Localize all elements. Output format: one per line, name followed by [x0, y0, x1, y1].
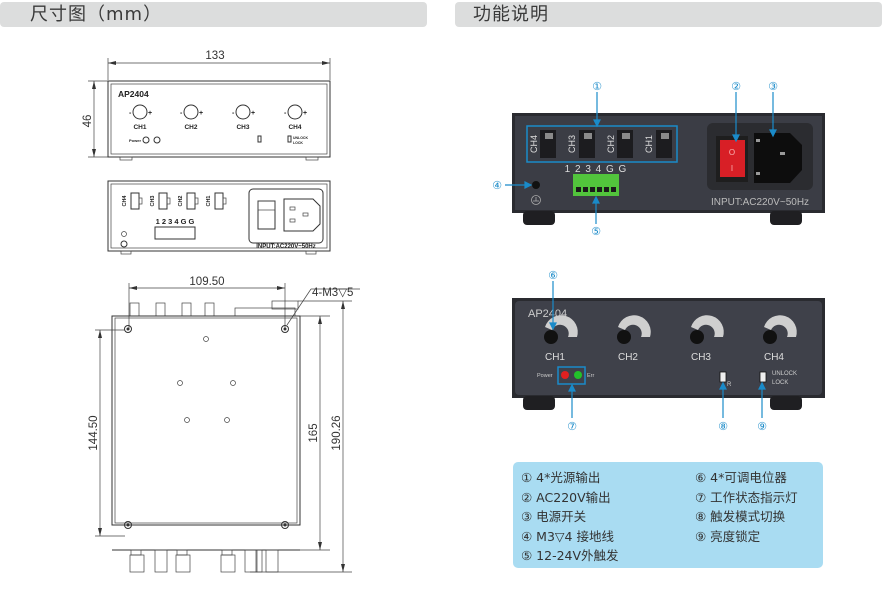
legend-right-column: ⑥ 4*可调电位器 ⑦ 工作状态指示灯 ⑧ 触发模式切换 ⑨ 亮度锁定	[695, 468, 798, 546]
svg-text:-: -	[129, 110, 132, 117]
hole-spacing-x-label: 109.50	[189, 276, 224, 288]
front-knob-ch3: - + CH3	[232, 104, 255, 131]
svg-text:Power: Power	[129, 138, 141, 143]
width-dimension: 133	[107, 50, 331, 80]
front-power-led	[142, 136, 150, 144]
legend-item: ⑥ 4*可调电位器	[695, 470, 787, 485]
legend-left-column: ① 4*光源输出 ② AC220V输出 ③ 电源开关 ④ M3▽4 接地线 ⑤ …	[521, 468, 619, 566]
top-view-drawing: 109.50 4-M3▽5 144.50	[88, 276, 360, 573]
legend-item: ⑧ 触发模式切换	[695, 509, 786, 525]
front-knob-ch1: - + CH1	[129, 104, 152, 131]
svg-text:CH2: CH2	[184, 124, 197, 131]
front-panel-outline: AP2404 - + CH1 - + CH2 - + CH3 - + CH4 Power…	[107, 80, 331, 161]
svg-text:CH3: CH3	[150, 195, 156, 206]
svg-text:CH1: CH1	[206, 195, 212, 206]
svg-text:+: +	[199, 110, 203, 117]
svg-text:+: +	[251, 110, 255, 117]
svg-text:-: -	[284, 110, 287, 117]
rear-channel-connectors: CH4 CH3 CH2 CH1	[122, 192, 227, 210]
front-lock-switch	[287, 135, 292, 143]
front-model-label: AP2404	[118, 89, 149, 99]
mount-holes-label: 4-M3▽5	[312, 287, 353, 299]
legend-item: ⑨ 亮度锁定	[695, 528, 761, 544]
legend-item: ③ 电源开关	[521, 509, 587, 525]
total-depth-label: 190.26	[331, 415, 343, 450]
function-legend: ① 4*光源输出 ② AC220V输出 ③ 电源开关 ④ M3▽4 接地线 ⑤ …	[513, 462, 823, 568]
legend-item: ⑤ 12-24V外触发	[521, 548, 619, 564]
svg-text:-: -	[232, 110, 235, 117]
front-err-led	[153, 136, 161, 144]
svg-text:CH4: CH4	[288, 124, 301, 131]
svg-text:CH1: CH1	[133, 124, 146, 131]
height-dimension-label: 46	[82, 115, 94, 128]
legend-item: ⑦ 工作状态指示灯	[695, 489, 798, 505]
svg-text:LOCK: LOCK	[293, 141, 303, 145]
height-dimension: 46	[82, 80, 110, 158]
legend-item: ② AC220V输出	[521, 489, 611, 505]
rear-terminal-block	[154, 226, 196, 240]
front-trigger-switch	[257, 135, 262, 143]
svg-text:CH3: CH3	[236, 124, 249, 131]
rear-input-label: INPUT:AC220V~50Hz	[256, 244, 316, 250]
front-knob-ch2: - + CH2	[180, 104, 203, 131]
body-depth-label: 165	[308, 423, 320, 442]
front-knob-ch4: - + CH4	[284, 104, 307, 131]
rear-panel-outline: CH4 CH3 CH2 CH1 1 2 3 4 G G INPUT:AC220V…	[107, 180, 331, 255]
hole-spacing-y-label: 144.50	[88, 415, 100, 450]
dimension-section-header: 尺寸图（mm）	[0, 2, 427, 27]
dimension-section-title: 尺寸图（mm）	[30, 4, 163, 25]
svg-text:UNLOCK: UNLOCK	[293, 136, 308, 140]
svg-text:-: -	[180, 110, 183, 117]
legend-item: ① 4*光源输出	[521, 470, 601, 485]
legend-item: ④ M3▽4 接地线	[521, 528, 614, 544]
svg-text:+: +	[303, 110, 307, 117]
svg-text:CH4: CH4	[122, 195, 128, 207]
rear-terminal-label: 1 2 3 4 G G	[156, 217, 195, 226]
width-dimension-label: 133	[205, 50, 224, 62]
rear-power-module	[248, 188, 324, 244]
function-section-title: 功能说明	[473, 4, 549, 25]
svg-text:CH2: CH2	[178, 195, 184, 206]
function-section-header: 功能说明	[455, 2, 882, 27]
svg-text:+: +	[148, 110, 152, 117]
